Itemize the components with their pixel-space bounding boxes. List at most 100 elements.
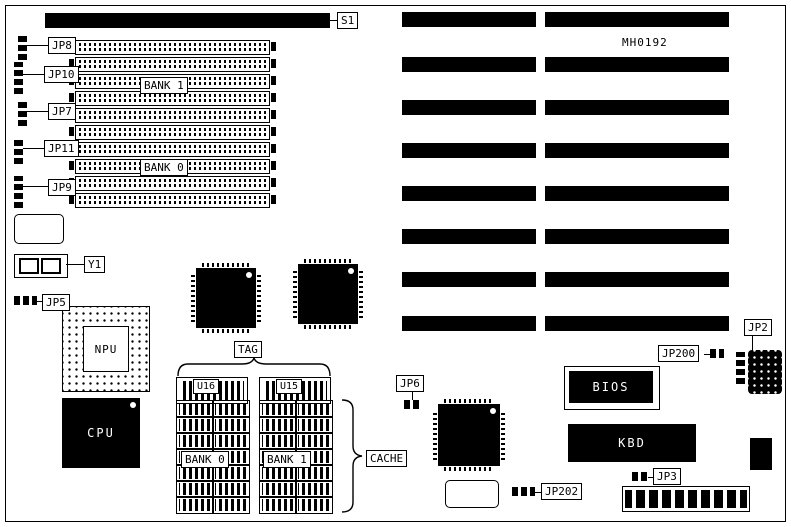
cache-sram-socket [212,464,250,482]
u16-label: U16 [193,379,220,394]
cache-sram-socket [295,400,333,418]
jp2-pins [736,352,745,384]
isa-slot [402,272,536,287]
jp202-label: JP202 [541,483,583,500]
bios-chip: BIOS [569,371,653,403]
jp7-pins [18,102,27,126]
tag-label: TAG [234,341,262,358]
cache-sram-socket [212,432,250,450]
cache-brace [341,399,363,513]
board-id-text: MH0192 [622,36,668,49]
cache-sram-socket [212,480,250,498]
keyboard-din-connector [748,350,782,394]
cache-sram-socket [212,416,250,434]
cache-sram-socket [295,480,333,498]
isa-slot [402,229,536,244]
cache-sram-socket [176,432,214,450]
jp9-pins [14,176,23,208]
y1-crystal-cell [19,258,39,274]
y1-crystal-cell [41,258,61,274]
jp8-label: JP8 [48,37,76,54]
isa-slot [402,316,536,331]
jp202-pins [512,487,535,496]
isa-slot [402,57,536,72]
simm-socket [69,57,276,72]
jp200-pins [710,349,724,358]
cpu-chip: CPU [62,398,140,468]
jp5-pins [14,296,37,305]
jp5-label: JP5 [42,294,70,311]
qfp-chip [433,399,505,471]
leader-line [27,45,48,46]
leader-line [37,301,42,302]
simm-socket [69,40,276,55]
isa-slot [545,100,729,115]
s1-switch-bar [45,13,330,28]
cache-sram-socket [176,400,214,418]
isa-slot [545,229,729,244]
leader-line [704,354,710,355]
isa-slot [545,12,729,27]
cache-sram-socket [295,416,333,434]
simm-socket [69,193,276,208]
bios-label: BIOS [592,380,630,394]
isa-slot [402,12,536,27]
jp6-label: JP6 [396,375,424,392]
isa-slot [545,143,729,158]
isa-slot [402,143,536,158]
memory-bank1-label: BANK 1 [140,77,188,94]
u15-label: U15 [276,379,303,394]
isa-slot [545,272,729,287]
component-outline [14,214,64,244]
isa-slot [402,100,536,115]
cache-bank0-label: BANK 0 [181,451,229,468]
leader-line [752,335,753,352]
cache-sram-socket [259,400,297,418]
leader-line [23,186,48,187]
leader-line [23,74,44,75]
jp3-label: JP3 [653,468,681,485]
cache-sram-socket [212,400,250,418]
npu-socket: NPU [62,306,150,392]
pin-header-strip [622,486,750,512]
jp9-label: JP9 [48,179,76,196]
memory-bank0-label: BANK 0 [140,159,188,176]
simm-socket [69,142,276,157]
qfp-chip [191,263,261,333]
jp7-label: JP7 [48,103,76,120]
cache-sram-socket [259,432,297,450]
simm-socket [69,125,276,140]
leader-line [535,492,541,493]
cache-sram-socket [295,464,333,482]
pin1-dot-icon [490,408,496,414]
cache-sram-socket [295,496,333,514]
kbd-chip: KBD [568,424,696,462]
jp10-label: JP10 [44,66,79,83]
component-outline [445,480,499,508]
leader-line [412,391,413,400]
cache-sram-socket [259,496,297,514]
cache-sram-socket [176,480,214,498]
cache-sram-socket [259,480,297,498]
pin1-dot-icon [246,272,252,278]
isa-slot [402,186,536,201]
s1-label: S1 [337,12,359,29]
qfp-chip [293,259,363,329]
leader-line [23,148,44,149]
pin1-dot-icon [130,402,136,408]
jp8-pins [18,36,27,60]
npu-label: NPU [83,326,129,372]
jp200-label: JP200 [658,345,700,362]
jp6-pins [404,400,422,409]
cache-sram-socket [295,432,333,450]
power-connector [750,438,772,470]
simm-socket [69,108,276,123]
isa-slot [545,186,729,201]
isa-slot [545,316,729,331]
cache-sram-socket [259,416,297,434]
leader-line [66,264,84,265]
isa-slot [545,57,729,72]
y1-label: Y1 [84,256,106,273]
